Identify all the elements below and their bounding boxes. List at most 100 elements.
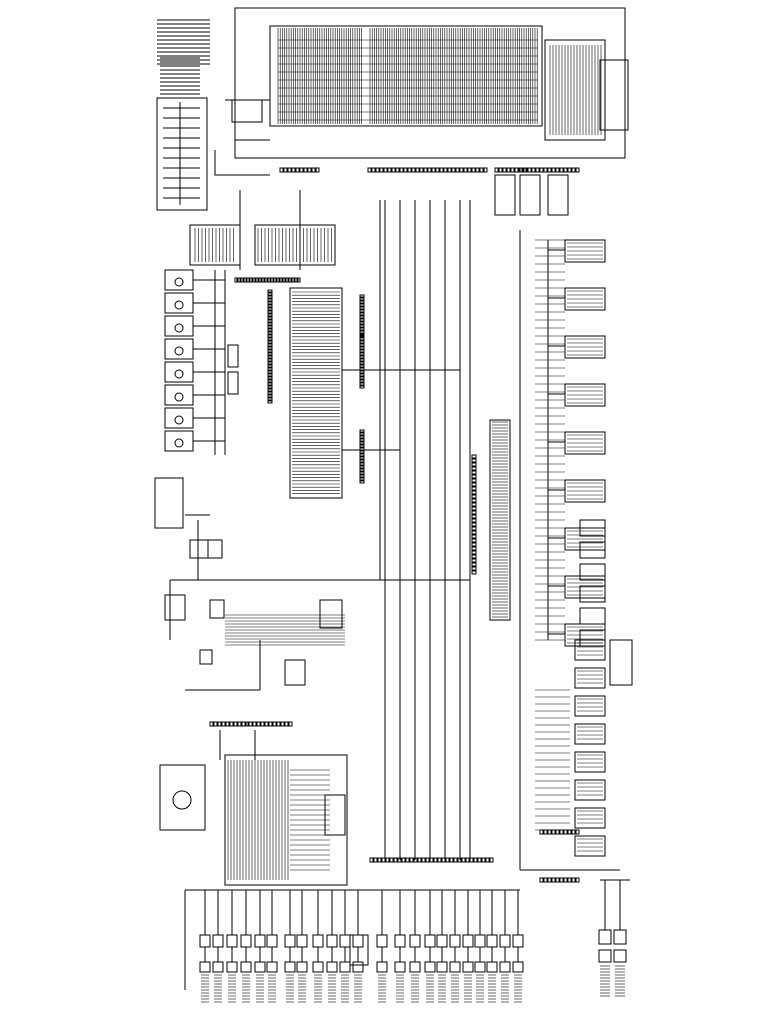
connector-pin (359, 444, 365, 448)
connector-pin (471, 470, 477, 475)
relay-coil (174, 300, 184, 310)
connector-pin (543, 829, 548, 835)
load-label (256, 974, 264, 1003)
connector-pin (359, 297, 365, 301)
sensor-box (564, 335, 606, 359)
connector-pin (359, 465, 365, 469)
load-terminal (254, 934, 266, 948)
connector-row-e (547, 167, 580, 173)
connector-pin (471, 558, 477, 563)
connector-pin (383, 167, 388, 173)
connector-pin (425, 857, 430, 863)
connector-pin (288, 277, 292, 283)
connector-row-c (494, 167, 527, 173)
connector-pin (267, 340, 273, 344)
load-label (268, 974, 276, 1003)
connector-pin (267, 400, 273, 404)
connector-pin (551, 829, 556, 835)
connector-pin (267, 334, 273, 338)
connector-pin (359, 306, 365, 310)
connector-pin (407, 167, 412, 173)
connector-pin (471, 494, 477, 499)
fuse-connector (234, 277, 301, 283)
connector-pin (535, 167, 540, 173)
output-box (579, 585, 606, 603)
connector-pin (287, 167, 292, 173)
relay-coil (174, 392, 184, 402)
connector-pin (359, 361, 365, 365)
relay-wire (577, 642, 603, 656)
legend-block (157, 19, 210, 95)
connector-pin (443, 167, 448, 173)
load-label (286, 974, 294, 1003)
connector-pin (359, 379, 365, 383)
top-bundle-b (369, 28, 538, 124)
relay (164, 430, 194, 452)
connector-pin (567, 877, 572, 883)
relay-coil (174, 415, 184, 425)
central-pin-right-a (359, 294, 365, 337)
relay (574, 667, 606, 689)
top-harness-frame (269, 25, 543, 127)
connector-pin (371, 167, 376, 173)
load-device (486, 961, 498, 973)
connector-pin (284, 721, 289, 727)
connector-pin (267, 298, 273, 302)
load-device (199, 961, 211, 973)
connector-pin (519, 167, 524, 173)
connector-pin (471, 518, 477, 523)
connector-pin (547, 829, 552, 835)
connector-pin (252, 721, 257, 727)
connector-pin (375, 167, 380, 173)
connector-pin (563, 829, 568, 835)
central-pin-right-c (359, 429, 365, 484)
connector-pin (359, 343, 365, 347)
load-terminal (212, 934, 224, 948)
connector-pin (359, 340, 365, 344)
connector-pin (283, 167, 288, 173)
load-device (376, 961, 388, 973)
mid-right-pins (492, 421, 508, 618)
relay-top-1 (494, 174, 516, 216)
relay-coil (174, 277, 184, 287)
connector-pin (379, 167, 384, 173)
load-terminal (296, 934, 308, 948)
connector-pin (272, 721, 277, 727)
connector-pin (264, 721, 269, 727)
connector-pin (463, 167, 468, 173)
left-middle-bundle (225, 614, 345, 646)
control-bundle-b (290, 769, 330, 871)
connector-pin (359, 367, 365, 371)
connector-pin (471, 534, 477, 539)
connector-pin (359, 373, 365, 377)
load-terminal (266, 934, 278, 948)
connector-pin (280, 721, 285, 727)
connector-pin (233, 721, 238, 727)
connector-pin (267, 346, 273, 350)
connector-pin (433, 857, 438, 863)
connector-pin (359, 382, 365, 386)
connector-pin (252, 277, 256, 283)
connector-pin (471, 167, 476, 173)
connector-pin (471, 546, 477, 551)
load-terminal (394, 934, 406, 948)
connector-pin (457, 857, 462, 863)
connector-pin (467, 167, 472, 173)
connector-pin (471, 510, 477, 515)
relay-coil (174, 323, 184, 333)
connector-pin (527, 167, 532, 173)
connector-pin (475, 167, 480, 173)
connector-pin (359, 303, 365, 307)
connector-pin (471, 522, 477, 527)
connector-pin (359, 477, 365, 481)
relay-wire (577, 670, 603, 684)
connector-pin (471, 566, 477, 571)
sensor-wires (567, 530, 603, 548)
connector-pin (267, 337, 273, 341)
relay (164, 384, 194, 406)
sensor-box (564, 527, 606, 551)
connector-pin (270, 277, 274, 283)
connector-pin (267, 355, 273, 359)
connector-pin (276, 277, 280, 283)
aux-module (159, 764, 206, 831)
